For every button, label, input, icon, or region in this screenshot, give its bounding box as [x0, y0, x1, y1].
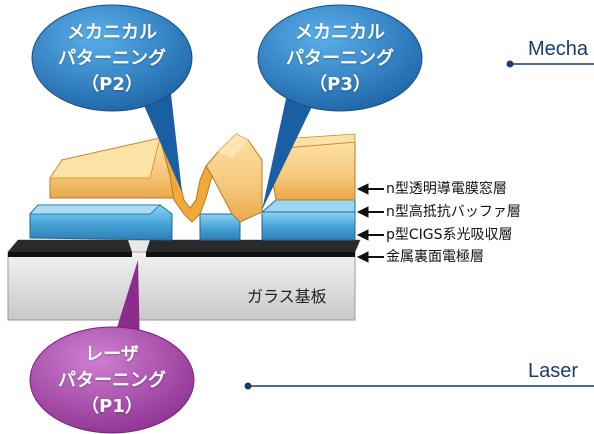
mechanical-line [506, 60, 594, 68]
layer-arrows [356, 183, 384, 263]
substrate-label: ガラス基板 [247, 287, 327, 306]
absorber-layer-label: p型CIGS系光吸収層 [386, 227, 513, 243]
p3-line3: （P3） [309, 74, 371, 95]
p1-line2: パターニング [58, 370, 166, 391]
window-layer-label: n型透明導電膜窓層 [386, 181, 507, 197]
p1-line1: レーザ [85, 344, 139, 365]
p3-line2: パターニング [286, 48, 394, 69]
p2-line1: メカニカル [67, 22, 157, 43]
p2-bubble [31, 4, 193, 192]
back-electrode-label: 金属裏面電極層 [386, 249, 484, 265]
mechanical-side-label: Mecha [528, 38, 589, 60]
p3-bubble-text: メカニカル パターニング （P3） [270, 20, 410, 98]
back-electrode-layer [8, 240, 360, 257]
p3-bubble [257, 4, 423, 210]
laser-line [244, 382, 594, 390]
p3-line1: メカニカル [295, 22, 385, 43]
p1-bubble-text: レーザ パターニング （P1） [42, 342, 182, 420]
p1-bubble [29, 260, 195, 434]
laser-side-label: Laser [528, 360, 579, 382]
buffer-layer-label: n型高抵抗バッファ層 [386, 204, 521, 220]
p2-line2: パターニング [58, 48, 166, 69]
absorber-layer [29, 199, 356, 241]
p1-line3: （P1） [81, 396, 143, 417]
p2-line3: （P2） [81, 74, 143, 95]
p2-bubble-text: メカニカル パターニング （P2） [42, 20, 182, 98]
